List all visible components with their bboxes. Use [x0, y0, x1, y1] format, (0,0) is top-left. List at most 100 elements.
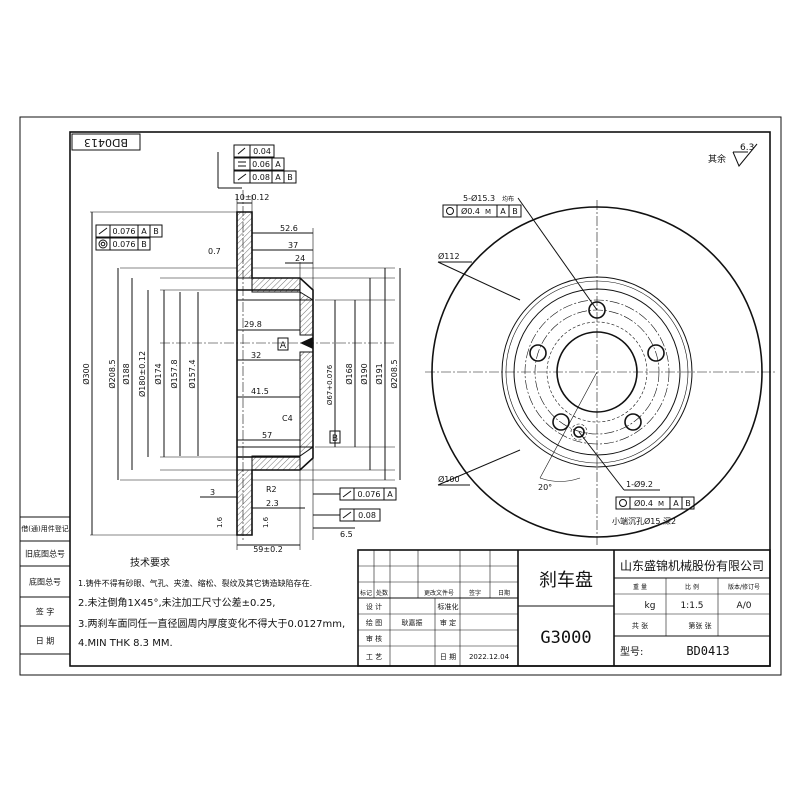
- side-label-4: 日 期: [36, 637, 55, 646]
- rev-header-0: 标记: [360, 589, 372, 597]
- tb-process: 工 艺: [366, 653, 382, 661]
- gdt-left-parallel: 0.076: [113, 227, 136, 236]
- dim-191: Ø191: [374, 363, 384, 385]
- gdt-top-runout: 0.08: [252, 173, 270, 182]
- gdt-pin-mod: M: [658, 500, 664, 508]
- dim-100: Ø100: [438, 474, 460, 484]
- pin-hole-label: 1-Ø9.2: [626, 479, 653, 489]
- tb-scale-value: 1:1.5: [680, 601, 703, 611]
- gdt-left-concentric-ref: B: [141, 240, 147, 249]
- tb-model-label: 型号:: [620, 645, 643, 658]
- dim-10: 10±0.12: [235, 193, 270, 202]
- dim-20-deg: 20°: [538, 483, 552, 492]
- dim-208-5r: Ø208.5: [389, 359, 399, 388]
- tb-scale: 比 例: [685, 583, 699, 591]
- datum-b-text: B: [332, 434, 338, 444]
- gdt-pin-ref-b: B: [685, 499, 691, 508]
- side-label-3: 签 字: [36, 607, 55, 617]
- gdt-pin: Ø0.4 M A B: [615, 496, 695, 510]
- dim-168: Ø168: [344, 363, 354, 385]
- dim-190: Ø190: [359, 363, 369, 385]
- note-line-1: 2.未注倒角1X45°,未注加工尺寸公差±0.25,: [78, 596, 275, 609]
- tb-version-value: A/0: [737, 601, 752, 611]
- gdt-hole-value: Ø0.4: [461, 206, 480, 216]
- dim-c4: C4: [282, 414, 293, 423]
- dim-208-5: Ø208.5: [107, 359, 117, 388]
- tb-weight-unit: kg: [645, 601, 656, 611]
- datum-a: A: [277, 337, 289, 351]
- note-line-0: 1.铸件不得有砂眼、气孔、夹渣、缩松、裂纹及其它铸造缺陷存在.: [78, 578, 312, 588]
- tb-date-label: 日 期: [440, 653, 456, 661]
- dim-6-5: 6.5: [340, 530, 353, 539]
- gdt-pin-value: Ø0.4: [634, 498, 653, 508]
- dim-1-6a: 1.6: [216, 516, 224, 528]
- rev-header-4: 日期: [498, 589, 510, 597]
- gdt-left-parallel-ref-b: B: [153, 227, 159, 236]
- gdt-hole-ref-b: B: [512, 207, 518, 216]
- gdt-hole-mod: M: [485, 208, 491, 216]
- dim-37: 37: [288, 241, 298, 250]
- dim-24: 24: [295, 254, 305, 263]
- surface-finish-value: 6.3: [740, 143, 754, 153]
- gdt-top: 0.04 0.06 A 0.08 A B: [217, 144, 297, 189]
- tb-weight: 重 量: [633, 583, 647, 591]
- gdt-bottom-flatness: 0.08: [358, 511, 376, 520]
- dim-0-7: 0.7: [208, 247, 221, 256]
- tb-sheet-no: 第张 张: [688, 621, 711, 630]
- dim-300: Ø300: [81, 363, 91, 385]
- dim-59: 59±0.2: [253, 545, 283, 554]
- dim-52-6: 52.6: [280, 224, 298, 233]
- dim-112: Ø112: [438, 251, 460, 261]
- company-name: 山东盛锦机械股份有限公司: [620, 558, 764, 573]
- rev-header-1: 处数: [376, 589, 388, 597]
- note-line-3: 4.MIN THK 8.3 MM.: [78, 638, 173, 649]
- technical-notes: 技术要求 1.铸件不得有砂眼、气孔、夹渣、缩松、裂纹及其它铸造缺陷存在. 2.未…: [78, 556, 345, 649]
- side-labels: 借(通)用件登记 旧底图总号 底图总号 签 字 日 期: [20, 516, 70, 655]
- part-name: 刹车盘: [539, 570, 593, 591]
- dim-29-8: 29.8: [244, 320, 262, 329]
- front-view: [425, 197, 775, 545]
- dim-67: Ø67+0.076: [326, 364, 334, 405]
- notes-title: 技术要求: [130, 556, 170, 569]
- dim-57: 57: [262, 431, 272, 440]
- gdt-bottom: 0.076 A 0.08: [313, 487, 397, 522]
- gdt-pin-ref-a: A: [673, 499, 679, 508]
- rotated-part-number: BD0413: [71, 133, 141, 151]
- dim-32: 32: [251, 351, 261, 360]
- dim-1-6b: 1.6: [262, 516, 270, 528]
- tb-version: 版本/修订号: [728, 583, 760, 591]
- gdt-hole-ref-a: A: [500, 207, 506, 216]
- tb-designer: 设 计: [366, 602, 382, 611]
- side-label-1: 旧底图总号: [25, 549, 65, 559]
- gdt-top-runout-ref-a: A: [275, 173, 281, 182]
- gdt-top-parallel: 0.06: [252, 160, 270, 169]
- datum-a-text: A: [280, 341, 287, 351]
- dim-3: 3: [210, 488, 215, 497]
- gdt-bottom-parallel-ref: A: [387, 490, 393, 499]
- dim-157-4: Ø157.4: [187, 359, 197, 388]
- dim-2-3: 2.3: [266, 499, 279, 508]
- tb-standardize: 标准化: [438, 602, 459, 611]
- dim-174: Ø174: [153, 363, 163, 385]
- gdt-top-flatness: 0.04: [253, 147, 271, 156]
- dim-41-5: 41.5: [251, 387, 269, 396]
- gdt-top-parallel-ref: A: [275, 160, 281, 169]
- tb-check: 审 核: [366, 634, 382, 643]
- dim-180: Ø180±0.12: [137, 351, 147, 397]
- gdt-left-concentric: 0.076: [113, 240, 136, 249]
- tb-sheets: 共 张: [632, 621, 648, 630]
- dim-157-8: Ø157.8: [169, 359, 179, 388]
- side-label-0: 借(通)用件登记: [21, 524, 68, 533]
- gdt-hole: Ø0.4 M A B: [442, 204, 522, 218]
- side-label-2: 底图总号: [29, 577, 61, 587]
- surface-finish: 其余 6.3: [708, 143, 758, 167]
- gdt-bottom-parallel: 0.076: [358, 490, 381, 499]
- rev-header-3: 签字: [469, 589, 481, 597]
- surface-finish-label: 其余: [708, 153, 726, 165]
- tb-date-value: 2022.12.04: [469, 653, 510, 661]
- hole-count-label: 5-Ø15.3: [463, 193, 495, 203]
- gdt-top-runout-ref-b: B: [287, 173, 293, 182]
- title-block: 标记 处数 更改文件号 签字 日期 设 计 标准化 绘 图 耿嘉振 审 定 审 …: [357, 549, 771, 667]
- gdt-left-parallel-ref-a: A: [141, 227, 147, 236]
